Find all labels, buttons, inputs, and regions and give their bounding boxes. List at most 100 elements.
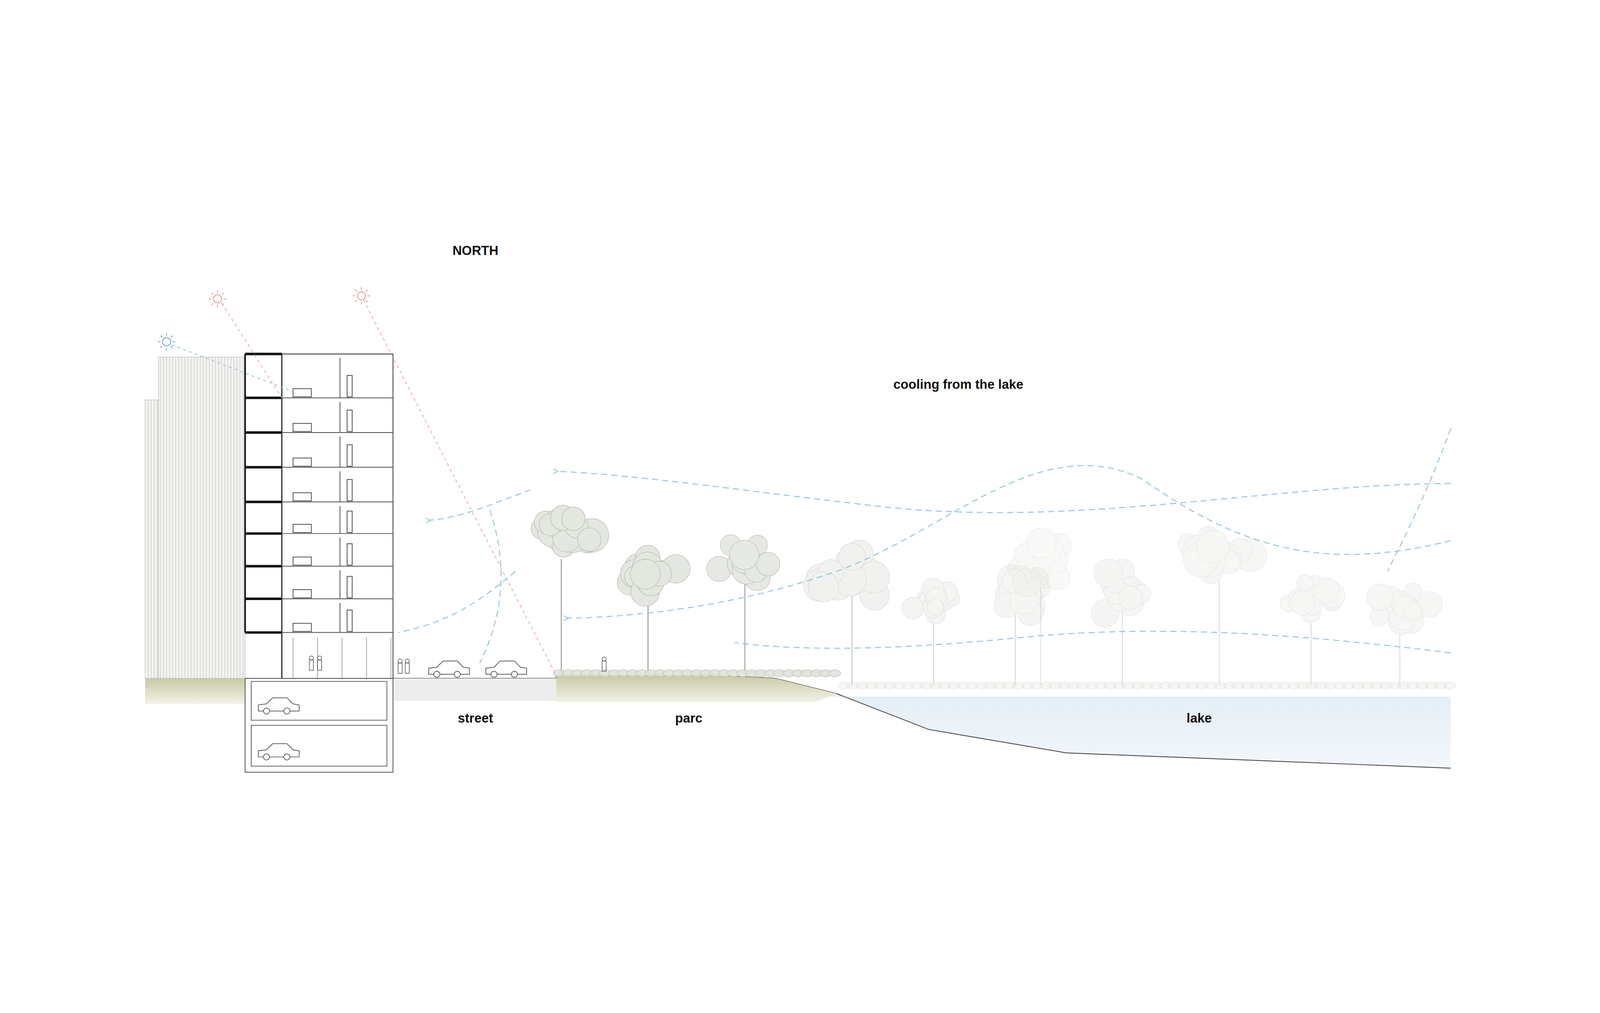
sun-ray	[221, 303, 224, 305]
floor-slab	[245, 466, 393, 468]
floor-slab	[245, 501, 393, 503]
partition	[339, 357, 341, 398]
sun-icon	[208, 290, 227, 308]
sun-ray	[352, 295, 355, 297]
door	[347, 444, 353, 466]
shrub	[1443, 682, 1456, 690]
drawing-part	[838, 543, 866, 571]
sofa	[292, 623, 312, 632]
sun-ray	[160, 335, 163, 338]
partition	[339, 602, 341, 633]
section-label: cooling from the lake	[893, 377, 1024, 393]
floor-slab	[245, 532, 393, 534]
tree	[1091, 558, 1151, 686]
sun-ray	[211, 292, 213, 295]
floor-slab	[245, 432, 393, 433]
wheel	[263, 707, 270, 715]
building-section	[281, 354, 393, 679]
sun-ray	[355, 289, 358, 292]
sun-ray	[365, 289, 368, 292]
partition	[339, 505, 341, 534]
sofa	[292, 492, 312, 501]
sun-ray	[170, 345, 173, 348]
sofa	[292, 388, 312, 398]
sun-ray	[172, 341, 175, 343]
sofa	[292, 524, 312, 533]
door	[347, 543, 353, 565]
sun-ray	[157, 341, 161, 343]
floor-slab	[245, 632, 393, 633]
door	[347, 410, 353, 432]
door	[347, 610, 353, 632]
section-label: parc	[675, 710, 703, 726]
wheel	[283, 753, 290, 760]
sun-ray	[217, 305, 218, 308]
sofa	[292, 457, 312, 467]
sun-ray	[160, 345, 163, 348]
sun-ray	[355, 300, 358, 302]
balcony-slab	[245, 352, 282, 356]
section-label: NORTH	[452, 243, 499, 259]
car	[428, 660, 470, 678]
drawing-part	[1313, 577, 1339, 603]
sun-ray	[166, 332, 168, 336]
sun-disc	[213, 295, 222, 304]
drawing-part	[577, 527, 601, 552]
floor-slab	[245, 565, 393, 567]
drawing-part	[851, 593, 853, 686]
ground-floor-glazing	[292, 637, 294, 679]
person	[602, 660, 607, 671]
door	[347, 576, 353, 598]
drawing-part	[1040, 587, 1042, 686]
ground-floor-glazing	[341, 637, 343, 679]
sun-ray	[217, 290, 218, 293]
car	[258, 743, 300, 760]
drawing-part	[1310, 612, 1312, 686]
car	[258, 697, 300, 715]
floor-slab	[245, 397, 393, 399]
drawing-part	[1196, 530, 1230, 563]
car	[485, 660, 527, 678]
sun-ray	[360, 302, 362, 305]
drawing-part	[1296, 575, 1314, 592]
drawing-part	[560, 559, 562, 676]
drawing-part	[1121, 605, 1123, 686]
sun-ray	[221, 292, 224, 295]
wheel	[511, 671, 518, 678]
ground-floor-glazing	[390, 637, 392, 679]
drawing-part	[1366, 583, 1394, 611]
wheel	[263, 753, 270, 760]
door	[347, 375, 353, 397]
drawing-part	[1012, 568, 1042, 597]
balcony-slab	[245, 532, 282, 535]
floor-slab	[245, 598, 393, 600]
person	[405, 662, 410, 673]
balcony-slab	[245, 465, 282, 469]
partition	[339, 471, 341, 502]
balcony-slab	[245, 500, 282, 504]
partition	[339, 436, 341, 468]
facade-line	[244, 354, 246, 633]
floor-slab	[245, 353, 393, 355]
sun-icon	[157, 332, 176, 351]
drawing-part	[744, 583, 746, 675]
person	[397, 658, 403, 663]
shrub	[828, 669, 841, 677]
wheel	[433, 671, 440, 678]
door	[347, 479, 353, 501]
wheel	[283, 707, 290, 715]
facade-line	[281, 354, 283, 679]
tree	[803, 540, 890, 686]
sun-ray	[223, 298, 227, 300]
tree	[902, 578, 960, 686]
sun-disc	[162, 337, 171, 346]
tree	[617, 545, 691, 676]
sofa	[292, 557, 312, 566]
sun-ray	[367, 295, 370, 297]
tree	[1007, 527, 1072, 686]
drawing-part	[902, 597, 924, 620]
drawing-part	[630, 559, 661, 590]
balcony-slab	[245, 597, 282, 600]
